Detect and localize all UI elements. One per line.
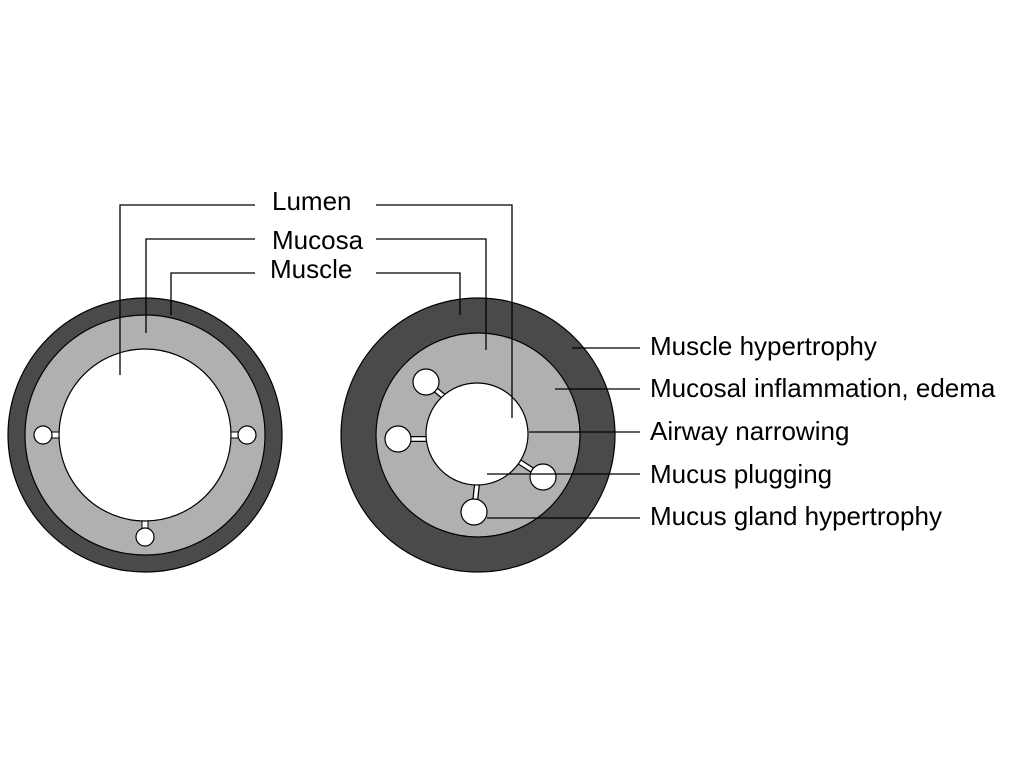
mucosa-leader-left — [145, 238, 255, 333]
mucosa-leader-right — [376, 238, 487, 350]
normal-gland-right — [237, 425, 257, 445]
diseased-gland-bottom — [460, 498, 488, 526]
muscle-label: Muscle — [270, 254, 352, 284]
muscle-leader-left — [170, 272, 255, 315]
normal-gland-left — [33, 425, 53, 445]
diseased-airway — [340, 297, 616, 573]
mucus-gland-hypertrophy-label: Mucus gland hypertrophy — [650, 501, 942, 531]
normal-mucus-glands — [33, 425, 257, 547]
diseased-lumen — [425, 382, 529, 486]
mucosa-label: Mucosa — [272, 225, 364, 255]
airway-narrowing-label: Airway narrowing — [650, 416, 849, 446]
lumen-leader-right — [376, 204, 513, 418]
diseased-gland-lower-right — [529, 463, 557, 491]
muscle-hypertrophy-label: Muscle hypertrophy — [650, 331, 877, 361]
diseased-gland-upper-left — [412, 368, 440, 396]
normal-airway — [7, 297, 283, 573]
muscle-leader-right — [376, 272, 461, 315]
mucosal-inflammation-label: Mucosal inflammation, edema — [650, 373, 996, 403]
normal-gland-bottom — [135, 527, 155, 547]
diseased-gland-left — [384, 425, 412, 453]
mucus-plugging-label: Mucus plugging — [650, 459, 832, 489]
lumen-label: Lumen — [272, 186, 352, 216]
lumen-leader-left — [119, 204, 255, 375]
normal-lumen — [58, 348, 232, 522]
